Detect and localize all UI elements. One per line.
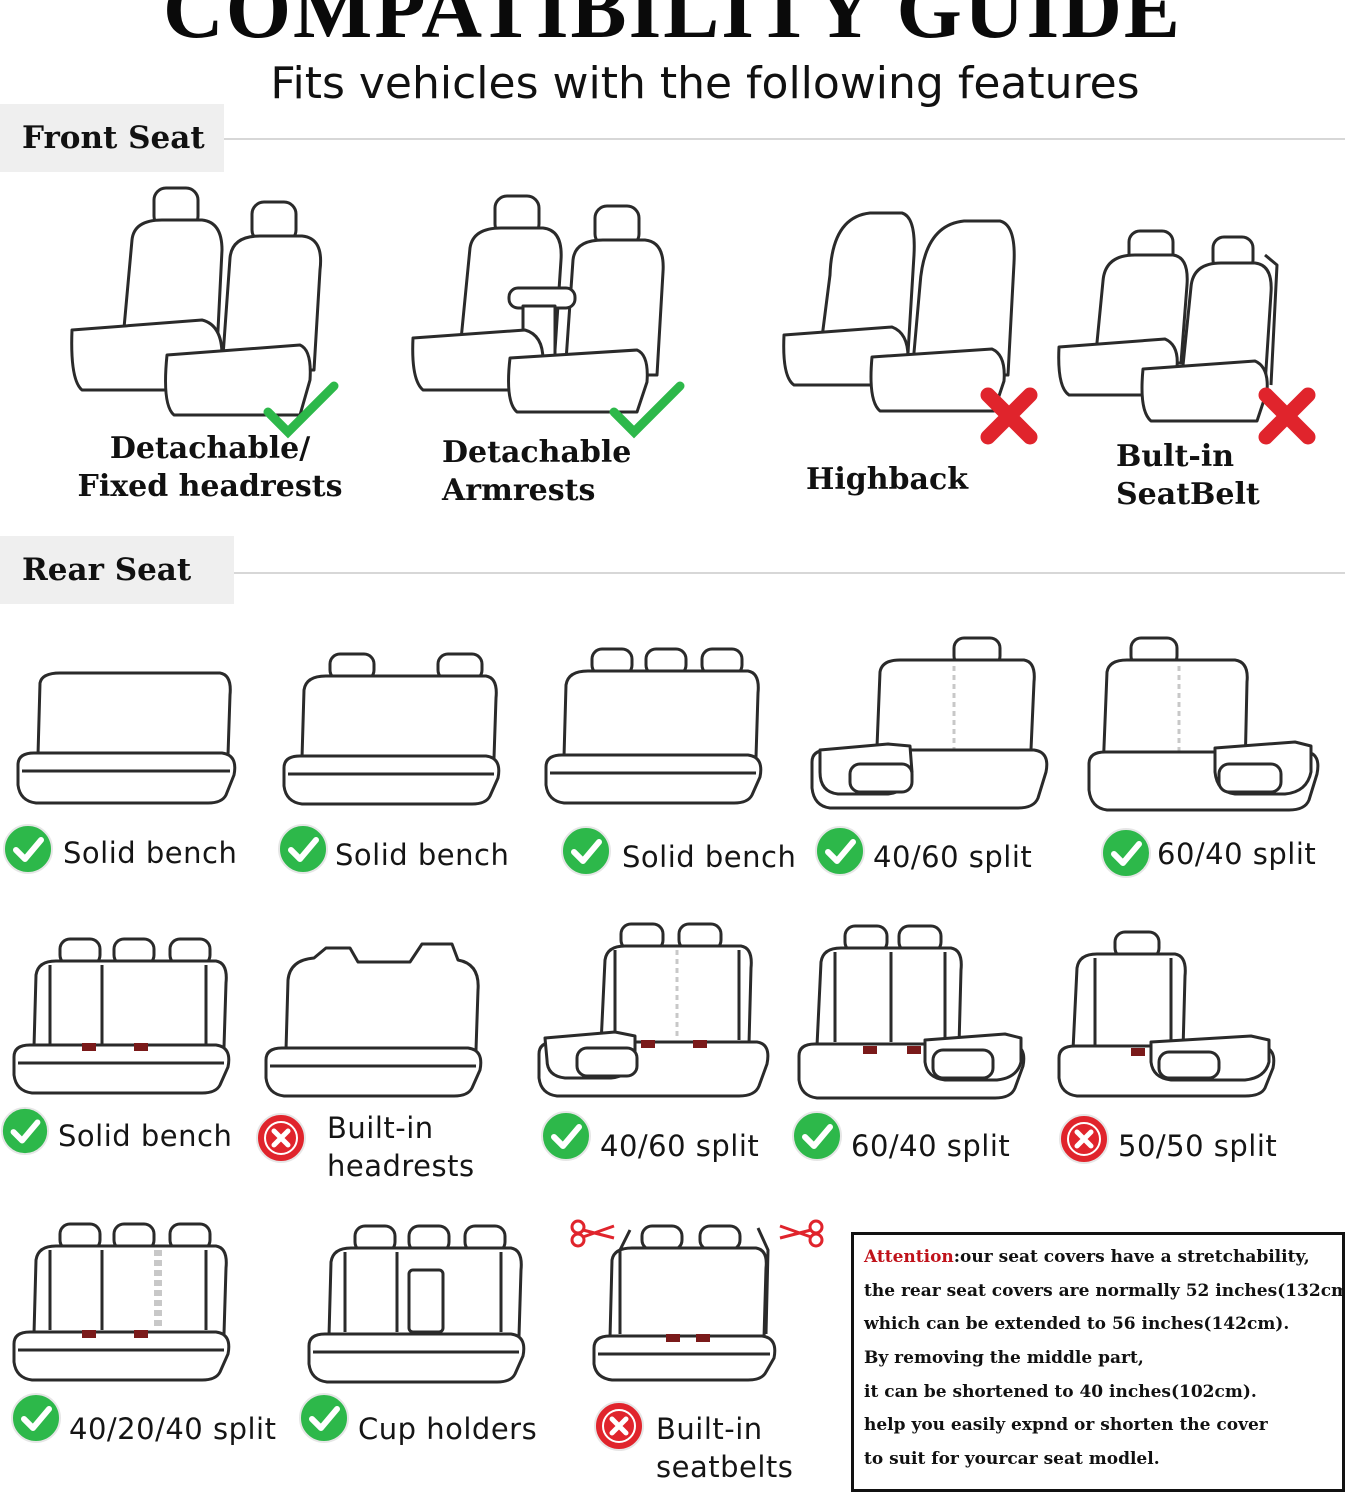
check-circle-icon <box>1101 828 1151 878</box>
attention-line-text: :our seat covers have a stretchability, <box>953 1247 1310 1267</box>
page-subtitle: Fits vehicles with the following feature… <box>270 58 1140 109</box>
front-item-label-highback: Highback <box>806 462 968 497</box>
front-item-label-headrests: Detachable/ Fixed headrests <box>77 431 343 504</box>
check-circle-icon <box>278 824 328 874</box>
check-circle-icon <box>11 1393 61 1443</box>
rear-item-label-solid-bench: Solid bench <box>63 836 238 870</box>
attention-notice-box: Attention:our seat covers have a stretch… <box>851 1232 1345 1492</box>
check-mark-icon <box>609 381 685 439</box>
rear-seat-solid-bench-plain-illustration <box>16 671 237 805</box>
rear-seat-builtin-seatbelts-illustration <box>592 1224 777 1382</box>
cross-circle-icon <box>256 1113 306 1163</box>
rear-seat-section-tab: Rear Seat <box>0 536 234 604</box>
attention-line: it can be shortened to 40 inches(102cm). <box>864 1381 1257 1402</box>
check-circle-icon <box>299 1393 349 1443</box>
front-seat-highback-illustration <box>782 211 1016 413</box>
check-circle-icon <box>0 1106 50 1156</box>
front-seat-detachable-headrests-illustration <box>70 186 323 417</box>
rear-item-label-builtin-seatbelts: Built-in seatbelts <box>656 1412 794 1484</box>
rear-section-divider <box>234 572 1345 574</box>
front-item-label-armrests: Detachable Armrests <box>442 435 632 508</box>
page-title: COMPATIBILITY GUIDE <box>163 0 1182 56</box>
rear-seat-solid-bench-three-headrests-illustration <box>544 647 763 805</box>
rear-item-label-50-50-split: 50/50 split <box>1118 1129 1278 1163</box>
attention-line: to suit for yourcar seat modlel. <box>864 1449 1160 1470</box>
rear-item-label-cup-holders: Cup holders <box>358 1412 538 1446</box>
attention-line: the rear seat covers are normally 52 inc… <box>864 1280 1345 1301</box>
attention-line: help you easily expnd or shorten the cov… <box>864 1415 1268 1436</box>
rear-item-label-60-40-split: 60/40 split <box>1157 837 1317 871</box>
rear-item-label-builtin-headrests: Built-in headrests <box>327 1111 475 1183</box>
cross-circle-icon <box>1059 1114 1109 1164</box>
rear-seat-solid-bench-with-belts-illustration <box>12 937 231 1095</box>
rear-item-label-solid-bench: Solid bench <box>622 840 797 874</box>
rear-item-label-40-60-split: 40/60 split <box>873 840 1033 874</box>
attention-line: which can be extended to 56 inches(142cm… <box>864 1314 1290 1335</box>
front-seat-section-tab: Front Seat <box>0 104 224 172</box>
rear-seat-60-40-split-illustration <box>1087 636 1320 812</box>
rear-item-label-40-60-split: 40/60 split <box>600 1129 760 1163</box>
scissors-icon <box>779 1219 824 1248</box>
rear-item-label-60-40-split: 60/40 split <box>851 1129 1011 1163</box>
attention-keyword: Attention <box>864 1247 954 1267</box>
rear-seat-40-60-split-illustration <box>810 636 1049 810</box>
scissors-icon <box>570 1219 615 1248</box>
check-circle-icon <box>561 826 611 876</box>
rear-item-label-40-20-40-split: 40/20/40 split <box>69 1412 277 1446</box>
front-seat-detachable-armrests-illustration <box>411 194 665 414</box>
rear-seat-cup-holders-illustration <box>307 1224 526 1384</box>
rear-seat-section-label: Rear Seat <box>22 552 192 588</box>
rear-seat-builtin-headrests-illustration <box>264 942 483 1098</box>
rear-seat-solid-bench-two-headrests-illustration <box>282 652 501 806</box>
rear-seat-40-20-40-split-illustration <box>12 1222 231 1382</box>
rear-seat-40-60-split-with-belts-illustration <box>537 922 770 1098</box>
check-circle-icon <box>3 824 53 874</box>
front-seat-section-label: Front Seat <box>22 120 205 156</box>
rear-seat-60-40-split-with-belts-illustration <box>797 924 1026 1100</box>
rear-item-label-solid-bench: Solid bench <box>335 838 510 872</box>
attention-line: Attention:our seat covers have a stretch… <box>864 1241 1342 1275</box>
rear-seat-50-50-split-illustration <box>1057 930 1276 1098</box>
cross-circle-icon <box>594 1401 644 1451</box>
front-item-label-seatbelt: Bult-in SeatBelt <box>1116 439 1260 512</box>
attention-line: By removing the middle part, <box>864 1348 1144 1369</box>
check-mark-icon <box>263 381 339 439</box>
front-section-divider <box>224 138 1345 140</box>
front-seat-builtin-seatbelt-illustration <box>1057 229 1279 423</box>
check-circle-icon <box>541 1111 591 1161</box>
rear-item-label-solid-bench: Solid bench <box>58 1119 233 1153</box>
cross-mark-icon <box>1258 387 1316 445</box>
cross-mark-icon <box>980 387 1038 445</box>
check-circle-icon <box>792 1111 842 1161</box>
check-circle-icon <box>815 826 865 876</box>
